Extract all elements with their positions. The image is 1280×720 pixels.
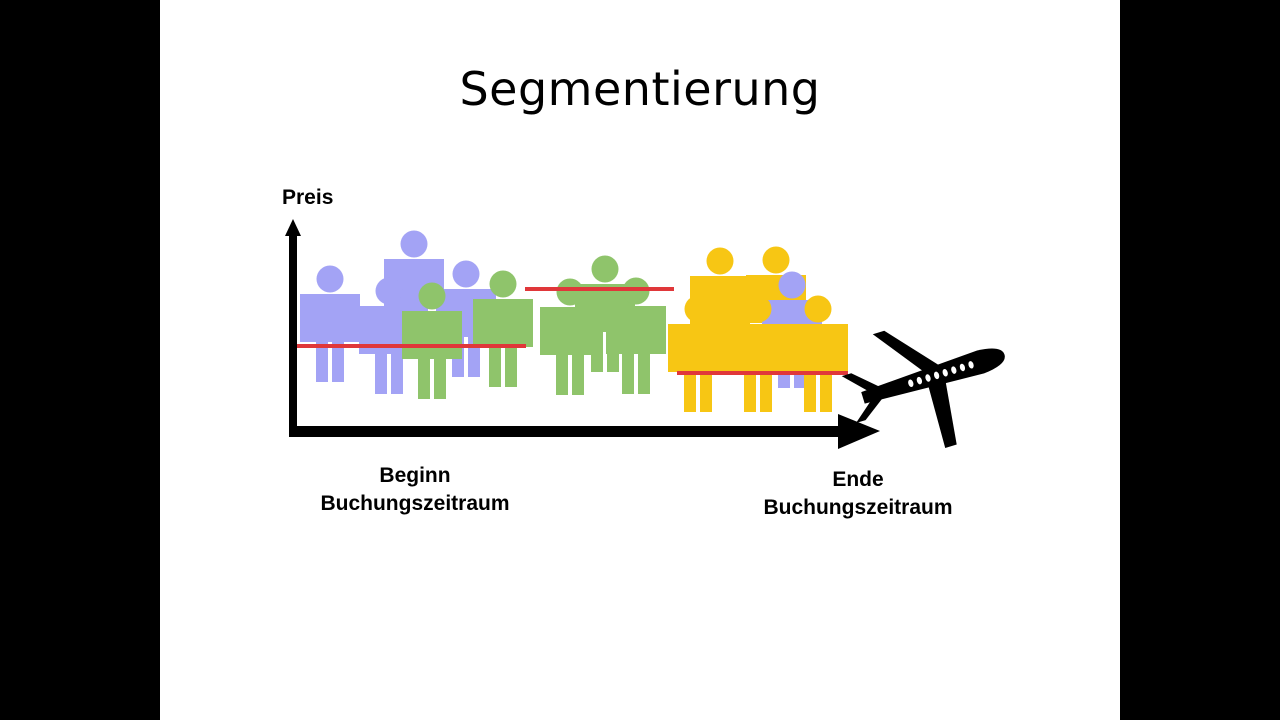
airplane-icon (841, 330, 1005, 449)
x-axis-end-label-line2: Buchungszeitraum (763, 496, 953, 519)
x-axis-end-label-line1: Ende (832, 468, 884, 491)
x-axis-start-label-line1: Beginn (379, 464, 451, 487)
yellow-person-group-front (668, 295, 848, 412)
x-axis-end-label: Ende Buchungszeitraum (743, 466, 973, 522)
arrow-right-icon (838, 414, 880, 449)
segment-mid-bookers (525, 255, 674, 395)
axes (285, 219, 880, 449)
slide-title: Segmentierung (459, 62, 821, 116)
y-axis-label: Preis (282, 186, 334, 209)
x-axis-start-label-line2: Buchungszeitraum (320, 492, 510, 515)
y-axis (289, 232, 297, 436)
segment-early-bookers (297, 230, 533, 399)
arrow-up-icon (285, 219, 301, 236)
slide: Segmentierung (160, 0, 1120, 720)
segmentation-diagram (285, 219, 1005, 449)
x-axis (289, 426, 841, 437)
green-person-group (540, 255, 666, 395)
x-axis-start-label: Beginn Buchungszeitraum (300, 462, 530, 518)
person-icon (473, 270, 533, 387)
segment-late-bookers (668, 246, 848, 412)
purple-person-group (300, 230, 496, 394)
person-icon (300, 265, 360, 382)
